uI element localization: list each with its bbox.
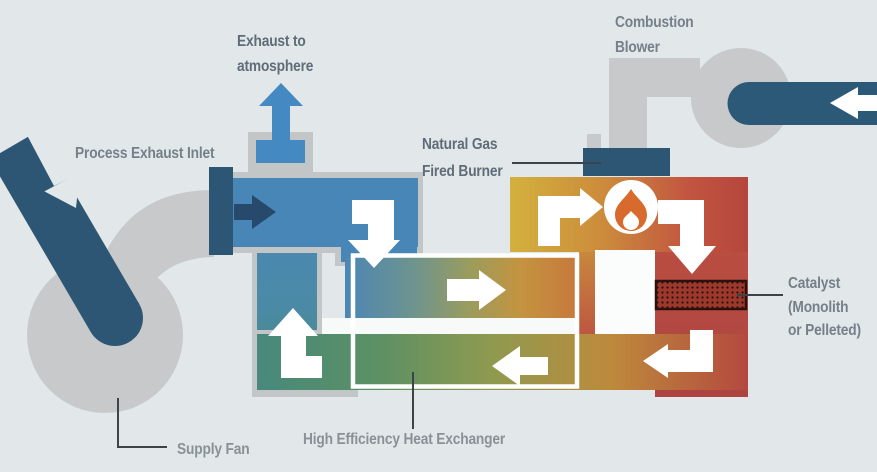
flow-arrows — [268, 188, 716, 386]
flame-icon — [604, 180, 658, 234]
arrow-hx-bottom-left-icon — [492, 346, 548, 386]
hx-divider-wall — [322, 318, 581, 334]
supply-fan-leader — [117, 398, 167, 448]
exhaust-stack — [248, 83, 313, 172]
catalyst-bed — [654, 279, 748, 311]
inlet-flow-arrow-icon — [234, 195, 276, 229]
arrow-chamber-up-right-icon — [538, 188, 603, 246]
inlet-flange — [209, 167, 233, 255]
chamber-wall-block — [595, 250, 655, 334]
burner-gas-stub — [587, 134, 601, 151]
arrow-into-hx-icon — [348, 200, 400, 268]
arrow-column-down-left-icon — [643, 330, 713, 378]
arrow-chamber-down-icon — [658, 200, 716, 274]
hx-chamber-connector — [579, 248, 595, 340]
stack-up-arrow-icon — [259, 83, 303, 152]
inflow-arrow-notch-head — [44, 172, 80, 208]
inflow-arrow-notch-stem — [20, 114, 70, 186]
heat-exchanger-outline — [350, 253, 580, 389]
arrow-hx-top-right-icon — [447, 270, 506, 310]
arrow-up-return-icon — [268, 308, 322, 378]
supply-fan-intake-duct — [0, 114, 143, 346]
air-inflow-arrow-icon — [830, 87, 877, 119]
leader-lines — [117, 162, 783, 448]
combustion-air-pipe — [727, 82, 877, 125]
